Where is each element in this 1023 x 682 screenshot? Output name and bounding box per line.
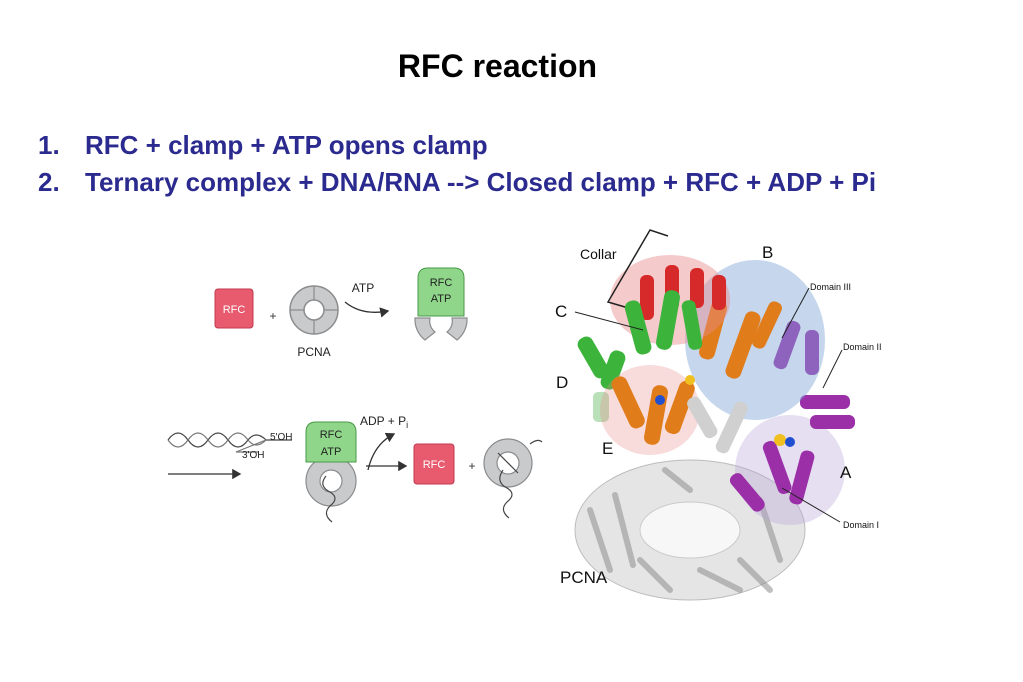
step-item: 1. RFC + clamp + ATP opens clamp [38, 127, 876, 164]
step-item: 2. Ternary complex + DNA/RNA --> Closed c… [38, 164, 876, 201]
subunit-b-label: B [762, 243, 773, 262]
complex-atp-label: ATP [431, 293, 452, 305]
product-rfc-label: RFC [423, 459, 446, 471]
rfc-atp-complex-open: RFC ATP [414, 267, 468, 341]
product-rfc-box: RFC [413, 443, 455, 485]
subunit-d-label: D [556, 373, 568, 392]
atp-label: ATP [352, 281, 374, 295]
rfc-box: RFC [214, 288, 254, 329]
subunit-c-label: C [555, 302, 567, 321]
subunit-a-purple [729, 320, 855, 525]
rfc-label: RFC [223, 304, 246, 316]
collar-bracket [606, 229, 669, 308]
domain-i-label: Domain I [843, 520, 879, 530]
subunit-d-green [577, 336, 626, 422]
subunit-e-label: E [602, 439, 613, 458]
reaction-steps: 1. RFC + clamp + ATP opens clamp 2. Ternar… [38, 127, 876, 201]
pcna-label: PCNA [297, 345, 330, 359]
arrow-1 [344, 301, 390, 318]
step-text: Ternary complex + DNA/RNA --> Closed cla… [85, 167, 877, 197]
plus-sign-2: + [468, 459, 475, 473]
pcna-ring [289, 285, 339, 335]
page-title: RFC reaction [397, 48, 598, 84]
dna-3oh-label: 3'OH [242, 450, 264, 461]
subunit-a-label: A [840, 463, 852, 482]
dna-duplex [167, 432, 292, 480]
domain-ii-label: Domain II [843, 342, 882, 352]
dna-5oh-label: 5'OH [270, 432, 292, 443]
complex-rfc-label: RFC [430, 277, 453, 289]
ternary-atp-label: ATP [321, 446, 342, 458]
ternary-complex: RFC ATP [305, 421, 357, 523]
svg-text:ADP + Pi: ADP + Pi [360, 414, 408, 430]
plus-sign: + [269, 309, 276, 323]
domain-iii-label: Domain III [810, 282, 851, 292]
ternary-rfc-label: RFC [320, 429, 343, 441]
pcna-structure-label: PCNA [560, 568, 608, 587]
subunit-c-green [624, 290, 703, 355]
step-text: RFC + clamp + ATP opens clamp [85, 130, 488, 160]
adp-pi-label: ADP + Pi [360, 414, 408, 430]
step-number: 2. [38, 167, 60, 197]
collar-label: Collar [580, 246, 617, 262]
subunit-e-orange [600, 365, 748, 455]
step-number: 1. [38, 130, 60, 160]
closed-clamp-on-dna [483, 438, 543, 519]
